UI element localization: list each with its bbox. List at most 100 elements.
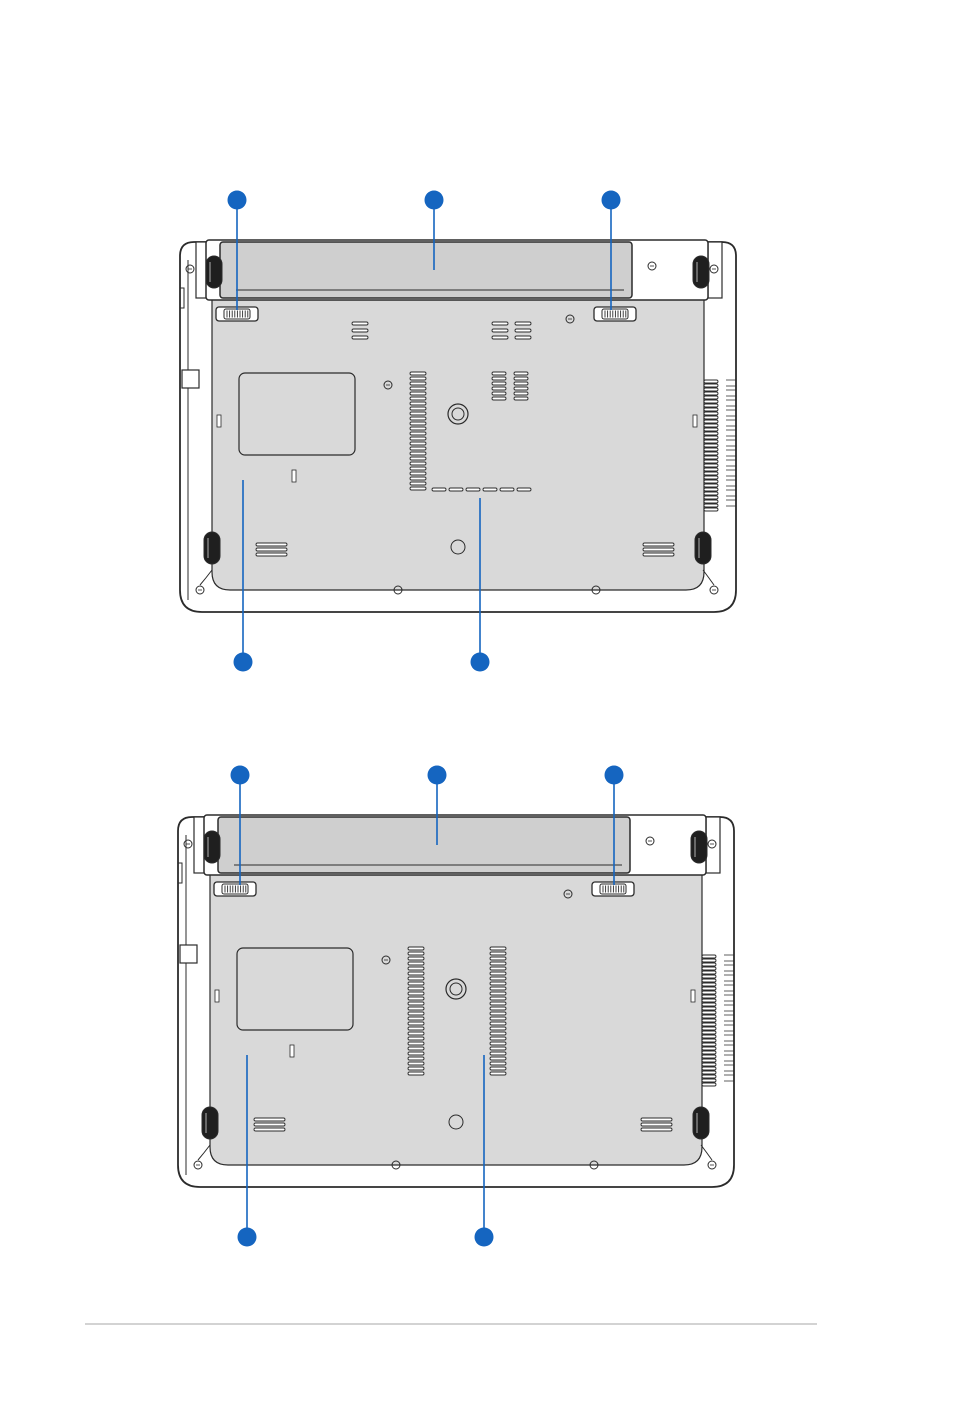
vent-slot [704, 500, 718, 503]
vent-slot [702, 1071, 716, 1074]
vent-slot [702, 1079, 716, 1082]
vent-slot [702, 967, 716, 970]
vent-slot [704, 380, 718, 383]
vent-slot [702, 1067, 716, 1070]
vent-slot [492, 377, 506, 380]
vent-slot [408, 972, 424, 975]
rubber-foot-icon [204, 532, 220, 564]
vent-slot [492, 336, 508, 339]
vent-slot [702, 983, 716, 986]
vent-slot [492, 322, 508, 325]
vent-slot [492, 372, 506, 375]
vent-slot [704, 444, 718, 447]
vent-slot [704, 464, 718, 467]
footer-rule [85, 1323, 817, 1325]
vent-slot [410, 452, 426, 455]
vent-slot [256, 543, 287, 546]
vent-slot [490, 987, 506, 990]
vent-slot [410, 422, 426, 425]
vent-slot [490, 1012, 506, 1015]
vent-slot [408, 1037, 424, 1040]
vent-slot [490, 1017, 506, 1020]
vent-slot [254, 1118, 285, 1121]
vent-slot [466, 488, 480, 491]
vent-slot [410, 412, 426, 415]
vent-slot [702, 1035, 716, 1038]
center-screw-icon [448, 404, 468, 424]
vent-slot [702, 999, 716, 1002]
vent-slot [352, 336, 368, 339]
vent-slot [704, 428, 718, 431]
laptop-body-group [178, 815, 734, 1187]
rubber-foot-icon [206, 256, 222, 288]
side-tab-left [217, 415, 221, 427]
vent-slot [704, 508, 718, 511]
vent-slot [408, 982, 424, 985]
callout-marker-battery-lock-left [231, 766, 250, 785]
vent-slot [408, 962, 424, 965]
laptop-bottom [180, 240, 736, 612]
vent-slot [702, 1019, 716, 1022]
vent-slot [641, 1128, 672, 1131]
callout-marker-battery-pack [425, 191, 444, 210]
vent-slot [702, 1075, 716, 1078]
rubber-foot-icon [691, 831, 707, 863]
vent-slot [410, 462, 426, 465]
vent-slot [483, 488, 497, 491]
vent-slot [410, 467, 426, 470]
lock-slot-icon [180, 945, 197, 963]
vent-slot [702, 987, 716, 990]
vent-slot [490, 1067, 506, 1070]
vent-slot [704, 440, 718, 443]
rubber-foot-icon [695, 532, 711, 564]
vent-slot [702, 1083, 716, 1086]
vent-slot [408, 952, 424, 955]
vent-slot [704, 432, 718, 435]
vent-slot [410, 472, 426, 475]
rubber-foot-icon [693, 1107, 709, 1139]
vent-slot [254, 1123, 285, 1126]
hdd-tab [290, 1045, 294, 1057]
vent-slot [408, 957, 424, 960]
diagram-svg [0, 180, 954, 740]
center-screw-icon [446, 979, 466, 999]
callout-marker-memory-compartment [471, 653, 490, 672]
vent-slot [490, 997, 506, 1000]
vent-slot [408, 992, 424, 995]
vent-slot [704, 472, 718, 475]
callout-marker-memory-compartment [475, 1228, 494, 1247]
vent-slot [702, 979, 716, 982]
vent-slot [515, 329, 531, 332]
vent-slot [702, 1027, 716, 1030]
laptop-body-group [180, 240, 736, 612]
vent-slot [704, 504, 718, 507]
vent-slot [702, 1015, 716, 1018]
vent-slot [514, 397, 528, 400]
vent-slot [702, 991, 716, 994]
lock-slot-icon [182, 370, 199, 388]
vent-slot [449, 488, 463, 491]
side-tab-right [691, 990, 695, 1002]
vent-slot [643, 553, 674, 556]
vent-slot [702, 1055, 716, 1058]
vent-slot [641, 1118, 672, 1121]
vent-slot [410, 487, 426, 490]
vent-slot [704, 404, 718, 407]
callout-marker-battery-pack [428, 766, 447, 785]
vent-slot [490, 1062, 506, 1065]
vent-slot [490, 1052, 506, 1055]
vent-slot [408, 1012, 424, 1015]
vent-slot [410, 427, 426, 430]
vent-slot [704, 408, 718, 411]
vent-slot [352, 329, 368, 332]
vent-slot [492, 329, 508, 332]
vent-slot [410, 392, 426, 395]
vent-slot [702, 1031, 716, 1034]
callout-marker-battery-lock-right [602, 191, 621, 210]
vent-slot [490, 967, 506, 970]
vent-slot [704, 492, 718, 495]
vent-slot [408, 1017, 424, 1020]
vent-slot [490, 1037, 506, 1040]
vent-slot [702, 1011, 716, 1014]
